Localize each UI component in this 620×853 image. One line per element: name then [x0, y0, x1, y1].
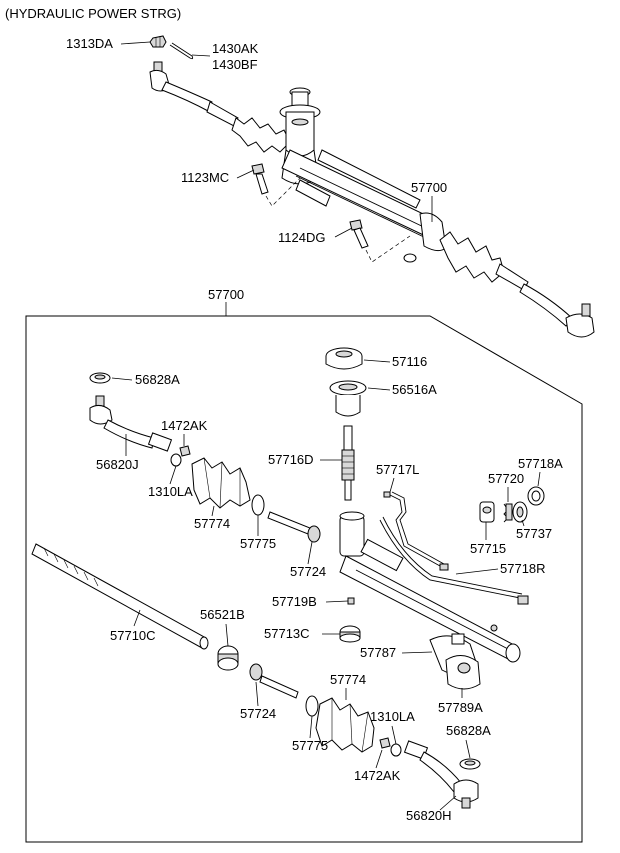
spring-57720-drawing — [503, 503, 513, 523]
label-56820j: 56820J — [96, 457, 139, 472]
clamp-57775-top-drawing — [251, 494, 265, 516]
label-1124dg: 1124DG — [278, 230, 325, 245]
label-57700-top: 57700 — [411, 180, 447, 195]
mount-57789a-drawing — [445, 655, 481, 690]
label-1313da: 1313DA — [66, 36, 113, 51]
label-57774-top: 57774 — [194, 516, 230, 531]
assembly-boundary — [25, 315, 583, 843]
tie-rod-end-56820h-drawing — [403, 740, 479, 809]
housing-lower-drawing — [339, 511, 521, 663]
rack-housing-drawing — [281, 149, 447, 263]
inner-tie-rod-57724-top-drawing — [267, 511, 321, 543]
clamp-57775-bottom-drawing — [305, 695, 319, 717]
adjuster-57715-drawing — [479, 501, 495, 523]
label-56516a: 56516A — [392, 382, 437, 397]
label-57774-bottom: 57774 — [330, 672, 366, 687]
label-57719b: 57719B — [272, 594, 317, 609]
castle-nut-drawing — [149, 35, 167, 48]
bolt-1124dg-drawing — [349, 219, 369, 249]
label-1310la-top: 1310LA — [148, 484, 193, 499]
boot-left-drawing — [231, 117, 291, 153]
bolt-57719b-drawing — [347, 597, 355, 605]
label-57116: 57116 — [392, 354, 427, 369]
nut-57713c-drawing — [339, 625, 361, 643]
nut-1472ak-bottom-drawing — [379, 737, 391, 749]
label-1472ak-bottom: 1472AK — [354, 768, 401, 783]
label-56828a-bottom: 56828A — [446, 723, 491, 738]
label-57716d: 57716D — [268, 452, 314, 467]
boot-57774-top-drawing — [191, 457, 251, 509]
label-1472ak-top: 1472AK — [161, 418, 208, 433]
nut-1472ak-top-drawing — [179, 445, 191, 457]
boot-right-drawing — [439, 231, 505, 283]
pinion-57716d-drawing — [341, 425, 355, 501]
bolt-1123mc-drawing — [251, 163, 269, 195]
label-57710c: 57710C — [110, 628, 156, 643]
top-assembly — [149, 35, 595, 338]
label-57775-bottom: 57775 — [292, 738, 328, 753]
clip-1310la-bottom-drawing — [390, 743, 402, 757]
diagram-title: (HYDRAULIC POWER STRG) — [5, 6, 181, 21]
label-57724-bottom: 57724 — [240, 706, 276, 721]
label-1430ak: 1430AK — [212, 41, 259, 56]
boot-57774-bottom-drawing — [315, 697, 375, 753]
bushing-56521b-drawing — [217, 645, 239, 671]
label-57787: 57787 — [360, 645, 396, 660]
label-56521b: 56521B — [200, 607, 245, 622]
label-56828a-top: 56828A — [135, 372, 180, 387]
assembly-label: 57700 — [208, 287, 244, 302]
label-57718r: 57718R — [500, 561, 546, 576]
seal-56516a-drawing — [329, 380, 367, 417]
label-57717l: 57717L — [376, 462, 419, 477]
rack-bar-57710c-drawing — [31, 543, 209, 650]
label-57718a: 57718A — [518, 456, 563, 471]
dust-cap-bottom-drawing — [459, 758, 481, 770]
tie-rod-right-drawing — [495, 263, 595, 338]
label-57715: 57715 — [470, 541, 506, 556]
cap-57116-drawing — [325, 347, 363, 370]
tie-rod-end-left-drawing — [149, 61, 239, 127]
label-57775-top: 57775 — [240, 536, 276, 551]
yoke-57737-drawing — [512, 501, 528, 523]
label-56820h: 56820H — [406, 808, 452, 823]
cotter-pin-drawing — [169, 42, 194, 60]
pipe-57718r-drawing — [379, 516, 529, 605]
label-57737: 57737 — [516, 526, 552, 541]
label-57724-top: 57724 — [290, 564, 326, 579]
label-57713c: 57713C — [264, 626, 310, 641]
inner-tie-rod-57724-bottom-drawing — [249, 663, 299, 699]
label-57720: 57720 — [488, 471, 524, 486]
label-1310la-bottom: 1310LA — [370, 709, 415, 724]
label-1430bf: 1430BF — [212, 57, 258, 72]
dust-cap-top-drawing — [89, 372, 111, 384]
tie-rod-end-56820j-drawing — [89, 395, 173, 452]
clip-1310la-top-drawing — [170, 453, 182, 467]
locknut-57718a-drawing — [527, 486, 545, 506]
label-57789a: 57789A — [438, 700, 483, 715]
pipe-57717l-drawing — [383, 491, 449, 571]
label-1123mc: 1123MC — [181, 170, 229, 185]
